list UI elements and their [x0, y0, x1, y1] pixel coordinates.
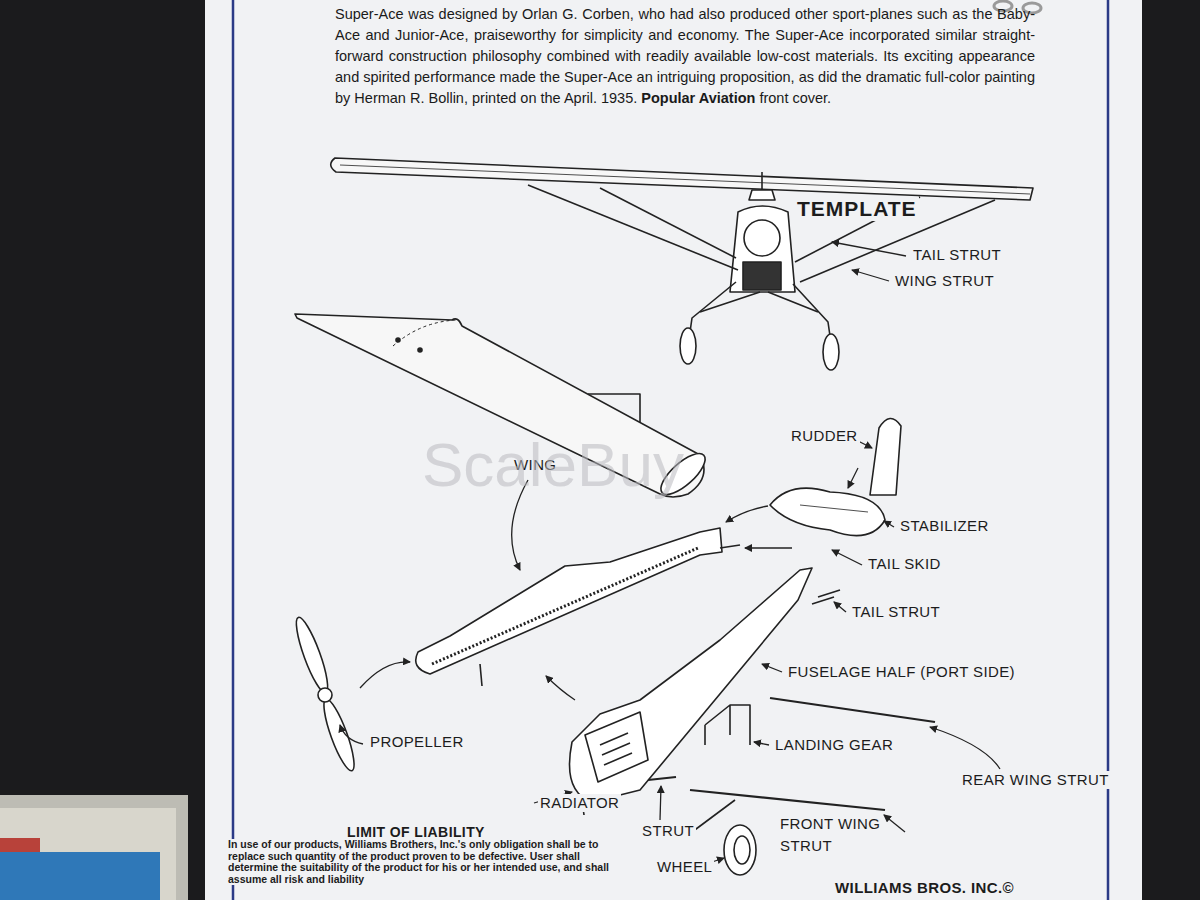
instruction-card — [205, 0, 1142, 900]
template-label: TEMPLATE — [795, 197, 919, 221]
card-border — [1107, 0, 1110, 900]
part-label: RADIATOR — [538, 794, 621, 812]
part-label: WING STRUT — [893, 272, 996, 290]
part-label: STABILIZER — [898, 517, 991, 535]
part-label: WHEEL — [655, 858, 714, 876]
watermark: ScaleBuy — [420, 430, 686, 500]
intro-paragraph: Super-Ace was designed by Orlan G. Corbe… — [335, 4, 1035, 109]
part-label: FUSELAGE HALF (PORT SIDE) — [786, 663, 1017, 681]
part-label: TAIL STRUT — [911, 246, 1003, 264]
part-label: STRUT — [640, 822, 696, 840]
part-label: FRONT WING STRUT — [778, 813, 907, 857]
part-label: LANDING GEAR — [773, 736, 895, 754]
part-label: RUDDER — [789, 427, 860, 445]
intro-text-end: front cover. — [759, 90, 831, 106]
part-label: PROPELLER — [368, 733, 466, 751]
leader-lines — [340, 242, 1000, 866]
kit-box — [0, 795, 188, 900]
part-label: REAR WING STRUT — [960, 771, 1111, 789]
maker-name: WILLIAMS BROS. INC.© — [833, 879, 1016, 897]
part-label: TAIL STRUT — [850, 603, 942, 621]
part-label: TAIL SKID — [866, 555, 943, 573]
card-border — [232, 0, 235, 900]
magazine-name: Popular Aviation — [641, 90, 755, 106]
liability-text: In use of our products, Williams Brother… — [226, 839, 622, 885]
line-art — [291, 158, 1033, 875]
